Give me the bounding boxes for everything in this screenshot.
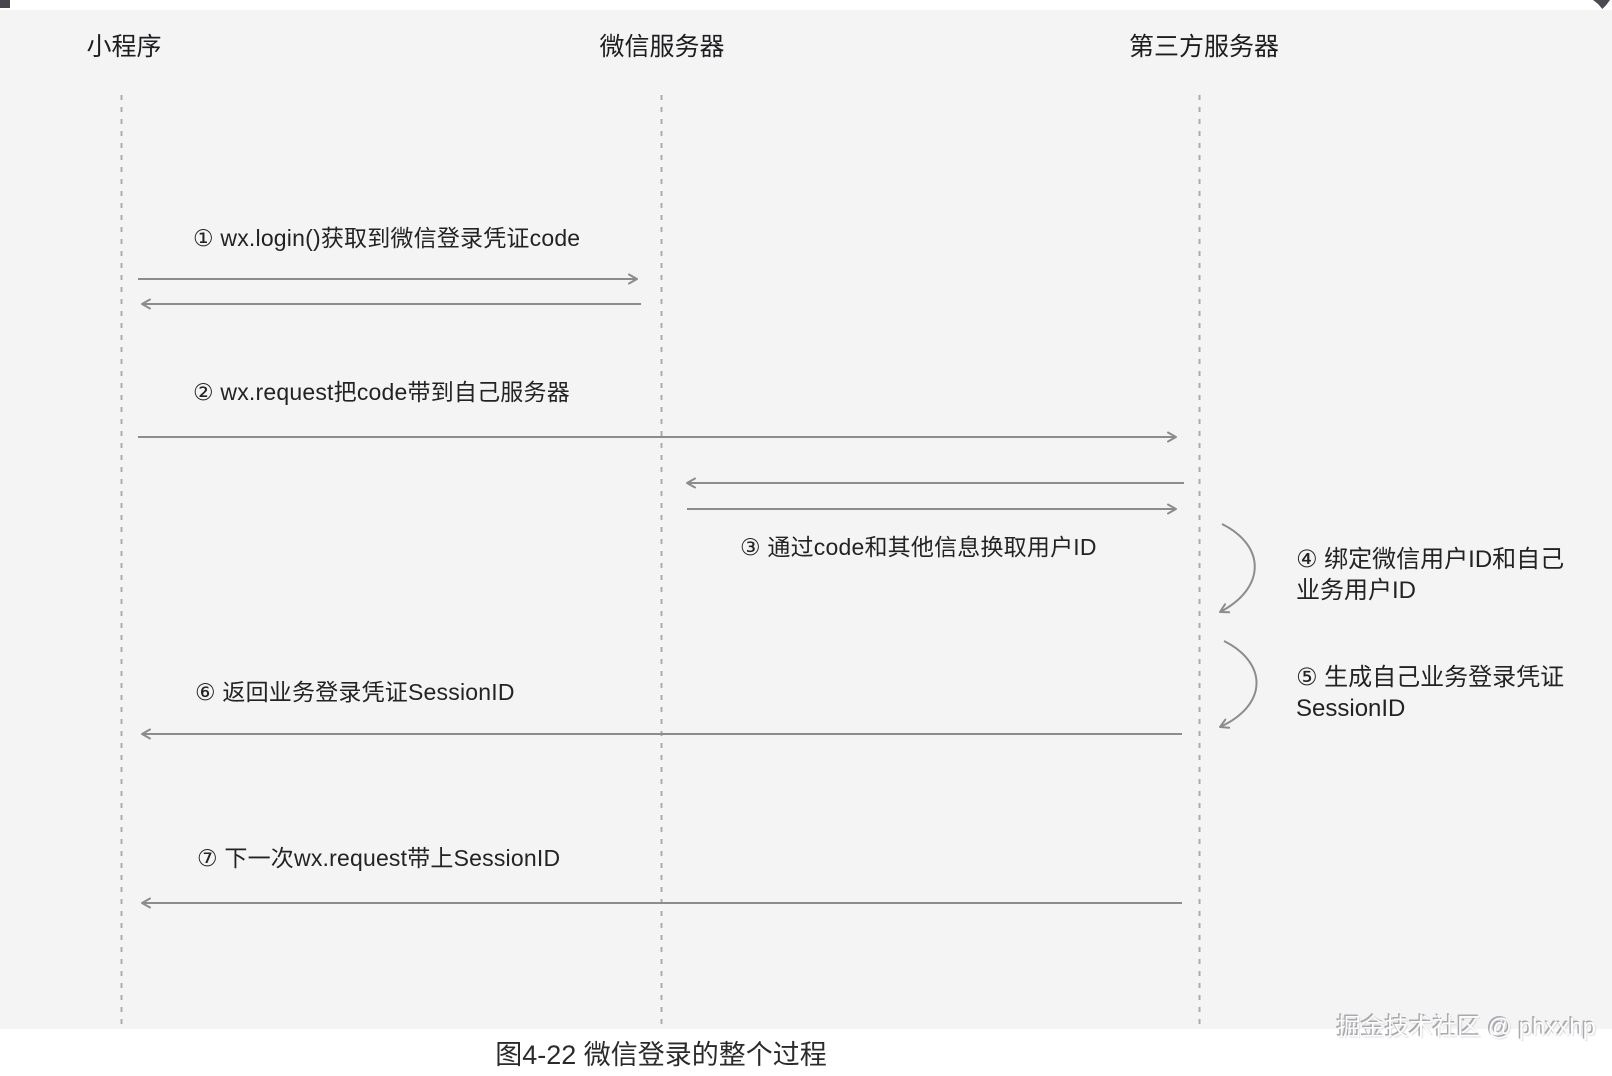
- step5-label: ⑤ 生成自己业务登录凭证 SessionID: [1296, 662, 1564, 724]
- step4-label-line2: 业务用户ID: [1296, 577, 1416, 604]
- arrow-step5-selfloop: [1219, 640, 1258, 729]
- lifeline-header-wechat-server: 微信服务器: [599, 33, 725, 61]
- step4-label: ④ 绑定微信用户ID和自己 业务用户ID: [1296, 544, 1564, 606]
- step4-label-line1: ④ 绑定微信用户ID和自己: [1296, 546, 1565, 573]
- step5-label-line1: ⑤ 生成自己业务登录凭证: [1296, 664, 1565, 691]
- lifeline-header-miniprogram: 小程序: [86, 33, 162, 61]
- step1-label: ① wx.login()获取到微信登录凭证code: [193, 225, 581, 251]
- step2-label: ② wx.request把code带到自己服务器: [193, 379, 570, 405]
- diagram-canvas: [0, 10, 1612, 1029]
- screen-edge-fragment: [0, 0, 10, 8]
- step7-label: ⑦ 下一次wx.request带上SessionID: [197, 845, 561, 871]
- arrow-step4-selfloop: [1219, 523, 1256, 614]
- watermark: 掘金技术社区 @ phxxhp: [1336, 1014, 1596, 1041]
- figure-caption: 图4-22 微信登录的整个过程: [495, 1040, 827, 1070]
- step3-label: ③ 通过code和其他信息换取用户ID: [740, 534, 1097, 560]
- lifeline-header-third-party-server: 第三方服务器: [1128, 33, 1280, 61]
- cursor-fragment-icon: [1593, 0, 1610, 9]
- step6-label: ⑥ 返回业务登录凭证SessionID: [195, 679, 515, 705]
- step5-label-line2: SessionID: [1296, 695, 1406, 722]
